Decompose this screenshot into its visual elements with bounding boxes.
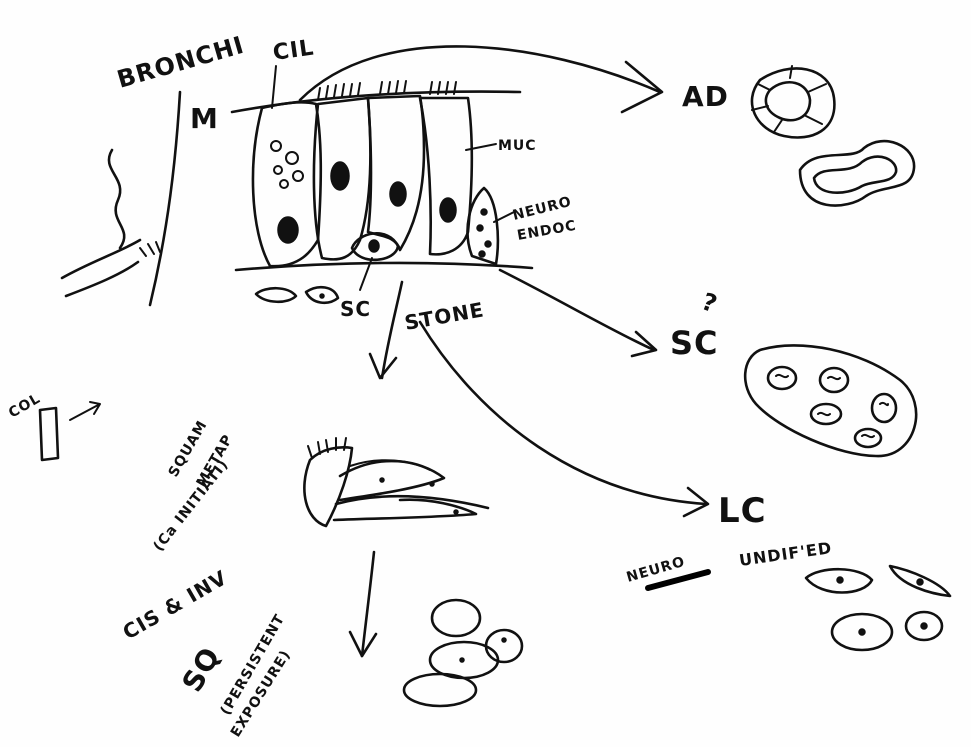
ciliated-cell-2 [368,96,424,250]
stromal-cell-2-nucleus [320,294,324,298]
smooth-muscle-curve-2 [66,262,138,296]
label-bronchi: BRONCHI [114,31,248,94]
label-neuroendoc-2: ENDOC [516,218,578,244]
small-cell-nuclei [768,367,896,447]
label-cil: CIL [271,35,315,66]
arrow-to-sc [500,270,654,350]
gland-marks [140,242,160,256]
label-question-mark: ? [698,287,722,318]
basal-cell-nucleus [369,240,379,252]
adeno-gland-1 [752,68,834,137]
stromal-cell-1 [256,288,296,302]
label-col: COL [6,391,44,422]
adeno-gland-2-lumen [814,157,896,193]
ciliated-cell-2-nucleus [390,182,406,206]
ciliated-cell-3 [420,98,472,254]
squamous-carcinoma-cells [404,600,522,706]
adeno-gland-1-septa [752,66,826,132]
bronchial-wall-line [150,92,180,305]
label-m: M [190,102,219,135]
label-lc: LC [718,491,767,531]
squamous-layer-1 [340,461,444,500]
label-undif: UNDIF'ED [738,538,833,570]
label-sc-large: SC [670,324,719,362]
squamous-layer-2 [336,496,488,508]
mucin-granules [271,141,303,188]
ciliated-cell-3-nucleus [440,198,456,222]
arrow-to-ad-head [622,62,662,112]
squamous-metaplasia-columnar [304,447,352,526]
label-sc-small: SC [340,297,371,321]
large-cells [806,566,950,650]
smooth-muscle-curve-1 [62,240,140,278]
neuroendocrine-granules [477,209,491,257]
label-sq: SQ [175,641,227,697]
label-ad: AD [682,80,729,113]
label-muc: MUC [498,138,537,154]
arrow-to-lc [420,322,706,504]
small-cell-nest [745,345,916,456]
col-cell [40,408,58,460]
adeno-gland-1-lumen [766,82,810,120]
col-arrow [70,402,100,420]
ciliated-cell-1-nucleus [331,162,349,190]
label-cis: CIS & INV [119,565,232,644]
apical-surface-line [232,92,520,112]
mucous-cell-nucleus [278,217,298,243]
cil-pointer [272,66,276,108]
label-squam-3: (Ca INITIATI) [151,457,232,555]
label-stone: STONE [403,297,486,335]
nerve-squiggle [109,150,124,248]
